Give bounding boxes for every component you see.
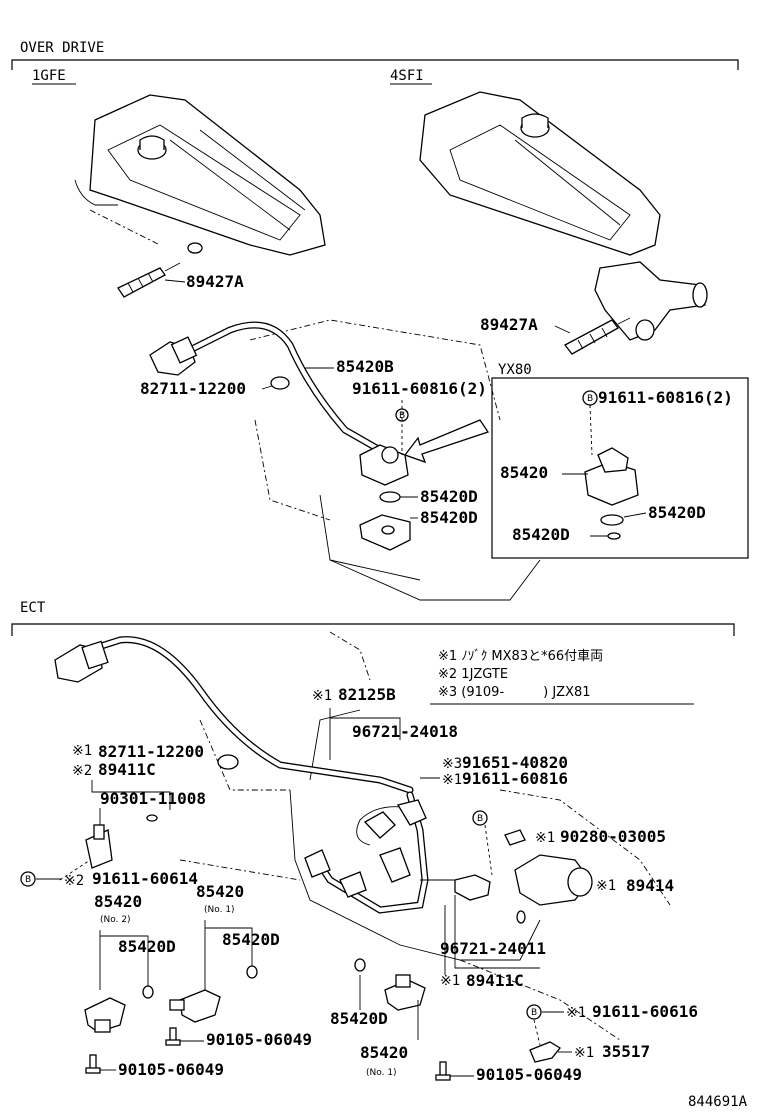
label-85420d-bottom: 85420D	[330, 1009, 388, 1028]
label-96721-24011: 96721-24011	[440, 939, 546, 958]
bracket-35517	[529, 1041, 561, 1063]
label-85420d-od-1: 85420D	[420, 487, 478, 506]
label-91611-60816-yx80: 91611-60816(2)	[598, 388, 733, 407]
label-90105-06049-b: 90105-06049	[118, 1060, 224, 1079]
engine-label-4sfi: 4SFI	[390, 68, 424, 84]
note-3: ※3 (9109- ) JZX81	[438, 685, 591, 700]
sensor-89411c-left	[85, 814, 158, 869]
label-89427a-left: 89427A	[186, 272, 244, 291]
sublabel-no1: (No. 1)	[204, 905, 235, 915]
label-85420d-od-2: 85420D	[420, 508, 478, 527]
bolt-90105-a	[165, 1027, 181, 1046]
label-85420d-mid: 85420D	[222, 930, 280, 949]
ect-bracket	[11, 623, 735, 636]
speed-sensor-89427a-left	[117, 262, 181, 298]
solenoid-85420-no2	[84, 985, 154, 1033]
wire-harness-85420b	[149, 321, 409, 486]
section-title-ect: ECT	[20, 600, 46, 616]
sublabel-no1-bottom: (No. 1)	[366, 1068, 397, 1078]
solenoid-85420-no1	[169, 965, 258, 1023]
speed-sensor-89427a-right	[564, 317, 631, 355]
marker-89411c-top: ※2	[72, 763, 92, 779]
label-82711-12200-od: 82711-12200	[140, 379, 246, 398]
label-90301-11008: 90301-11008	[100, 789, 206, 808]
label-90105-06049-c: 90105-06049	[476, 1065, 582, 1084]
label-89427a-right: 89427A	[480, 315, 538, 334]
marker-35517: ※1	[574, 1045, 594, 1061]
marker-91651: ※3	[442, 756, 462, 772]
note-1: ※1 ﾉｿﾞｸ MX83と*66付車両	[438, 649, 603, 664]
label-91611-60614: 91611-60614	[92, 869, 198, 888]
label-89411c-top: 89411C	[98, 760, 156, 779]
note-2: ※2 1JZGTE	[438, 667, 508, 682]
label-96721-24018: 96721-24018	[352, 722, 458, 741]
pointer-arrow	[403, 419, 490, 464]
bolt-90105-c	[435, 1061, 451, 1081]
inset-box-yx80	[491, 377, 749, 559]
bolt-b-marker-ect-2	[20, 871, 36, 887]
label-85420d-yx80-1: 85420D	[648, 503, 706, 522]
label-91611-60816-ect: 91611-60816	[462, 769, 568, 788]
sensor-85420-yx80	[584, 447, 639, 540]
engine-label-1gfe: 1GFE	[32, 68, 66, 84]
label-85420d-left: 85420D	[118, 937, 176, 956]
label-82125b: 82125B	[338, 685, 396, 704]
clamp-82711	[217, 754, 239, 770]
marker-89414: ※1	[596, 878, 616, 894]
label-89414: 89414	[626, 876, 674, 895]
overdrive-bracket	[11, 59, 739, 70]
label-85420-yx80: 85420	[500, 463, 548, 482]
svg-text:B: B	[587, 394, 593, 404]
svg-text:B: B	[477, 814, 483, 824]
label-85420-bottom: 85420	[360, 1043, 408, 1062]
transmission-case-ect	[179, 631, 671, 1041]
label-90105-06049-a: 90105-06049	[206, 1030, 312, 1049]
clip-90280	[504, 829, 526, 846]
label-82711-12200-ect: 82711-12200	[98, 742, 204, 761]
marker-89411c-bottom: ※1	[440, 973, 460, 989]
label-85420-no1: 85420	[196, 882, 244, 901]
marker-91611-60616: ※1	[566, 1005, 586, 1021]
label-91611-60816-od: 91611-60816(2)	[352, 379, 487, 398]
transmission-housing-left	[74, 94, 326, 256]
label-91651-40820: 91651-40820	[462, 753, 568, 772]
svg-text:B: B	[399, 411, 405, 421]
label-85420b: 85420B	[336, 357, 394, 376]
bolt-90105-b	[85, 1054, 101, 1074]
footer-code: 844691A	[688, 1094, 748, 1110]
label-89411c-bottom: 89411C	[466, 971, 524, 990]
inset-title-yx80: YX80	[498, 362, 532, 378]
label-90280-03005: 90280-03005	[560, 827, 666, 846]
bolt-b-marker-ect-1	[472, 810, 488, 826]
sublabel-no2: (No. 2)	[100, 915, 131, 925]
marker-90280: ※1	[535, 830, 555, 846]
gasket-85420d-od	[359, 491, 411, 551]
sensor-89414	[514, 854, 593, 924]
label-85420-no2: 85420	[94, 892, 142, 911]
label-85420d-yx80-2: 85420D	[512, 525, 570, 544]
wire-harness-82125b	[54, 636, 491, 914]
svg-text:B: B	[531, 1008, 537, 1018]
bolt-b-marker-ect-3	[526, 1004, 542, 1020]
marker-91611-60614: ※2	[64, 873, 84, 889]
notes-box: ※1 ﾉｿﾞｸ MX83と*66付車両 ※2 1JZGTE ※3 (9109- …	[430, 649, 694, 705]
solenoid-85420-bottom	[354, 958, 426, 1011]
marker-91611-60816: ※1	[442, 772, 462, 788]
label-35517: 35517	[602, 1042, 650, 1061]
section-title-overdrive: OVER DRIVE	[20, 40, 104, 56]
transmission-housing-right	[419, 91, 708, 341]
marker-82125b: ※1	[312, 688, 332, 704]
svg-text:B: B	[25, 875, 31, 885]
label-91611-60616: 91611-60616	[592, 1002, 698, 1021]
marker-82711-ect: ※1	[72, 743, 92, 759]
transmission-case-middle	[249, 319, 541, 601]
